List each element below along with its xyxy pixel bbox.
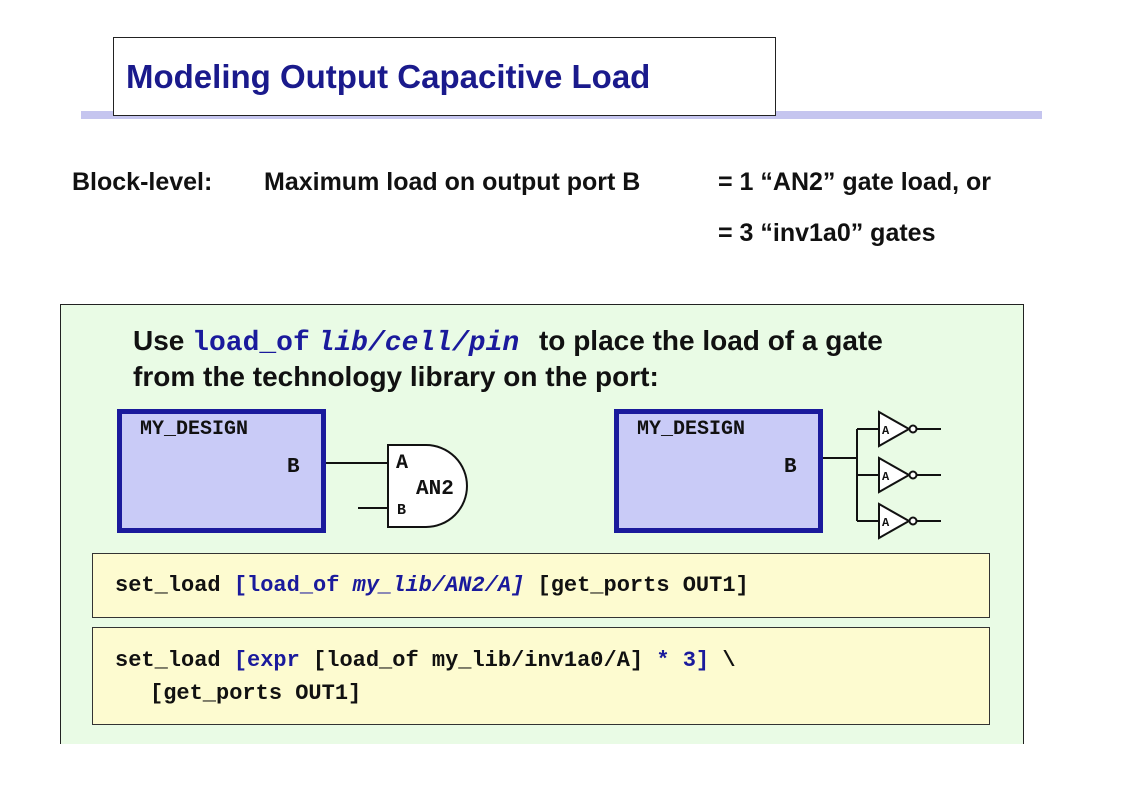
inverter-3: A (878, 502, 941, 540)
inverter-1-pin: A (882, 424, 890, 438)
left-design-name: MY_DESIGN (140, 418, 249, 441)
panel-instruction-line2: from the technology library on the port: (133, 361, 659, 392)
code2-middle: [load_of my_lib/inv1a0/A] (313, 648, 644, 673)
inverter-1: A (878, 410, 941, 448)
block-level-label: Block-level: (72, 168, 213, 196)
inverter-2-pin: A (882, 470, 890, 484)
block-level-line2: = 3 “inv1a0” gates (718, 219, 936, 247)
left-design-block: MY_DESIGN B (117, 409, 326, 533)
an2-pin-b: B (397, 502, 406, 519)
gate-diagrams: A B AN2 A A A (326, 410, 941, 540)
an2-gate-name: AN2 (416, 478, 454, 501)
an2-pin-a: A (396, 452, 408, 475)
an2-gate: A B AN2 (326, 444, 468, 528)
right-design-name: MY_DESIGN (637, 418, 746, 441)
panel-instruction-line1: Use load_of lib/cell/pin to place the lo… (133, 325, 883, 359)
code-line-1: set_load [load_of my_lib/AN2/A] [get_por… (115, 573, 749, 598)
page-title: Modeling Output Capacitive Load (126, 58, 651, 95)
load-of-command: load_of (192, 328, 310, 359)
use-word: Use (133, 325, 185, 356)
code1-open: [load_of (233, 573, 340, 598)
block-level-desc: Maximum load on output port B (264, 168, 641, 196)
fanout-wires (823, 428, 879, 522)
title-box: Modeling Output Capacitive Load (113, 37, 776, 116)
block-level-line1: = 1 “AN2” gate load, or (718, 168, 991, 196)
code2-mult: * 3] (656, 648, 710, 673)
inverter-3-pin: A (882, 516, 890, 530)
code-box-1: set_load [load_of my_lib/AN2/A] [get_por… (92, 553, 990, 618)
code2-cmd: set_load (115, 648, 221, 673)
code1-path: my_lib/AN2/A] (352, 573, 525, 598)
example-panel: Use load_of lib/cell/pin to place the lo… (60, 304, 1024, 744)
lib-cell-pin-arg: lib/cell/pin (317, 328, 520, 359)
inverter-2: A (878, 456, 941, 494)
code1-cmd: set_load (115, 573, 221, 598)
right-design-port: B (784, 456, 797, 479)
code-line-2a: set_load [expr [load_of my_lib/inv1a0/A]… (115, 648, 736, 673)
right-design-block: MY_DESIGN B (614, 409, 823, 533)
code2-expr: [expr (233, 648, 300, 673)
code1-tail: [get_ports OUT1] (537, 573, 749, 598)
code-box-2: set_load [expr [load_of my_lib/inv1a0/A]… (92, 627, 990, 725)
code2-cont: \ (722, 648, 736, 673)
instruction-rest: to place the load of a gate (538, 325, 883, 356)
left-design-port: B (287, 456, 300, 479)
code-line-2b: [get_ports OUT1] (150, 681, 362, 706)
